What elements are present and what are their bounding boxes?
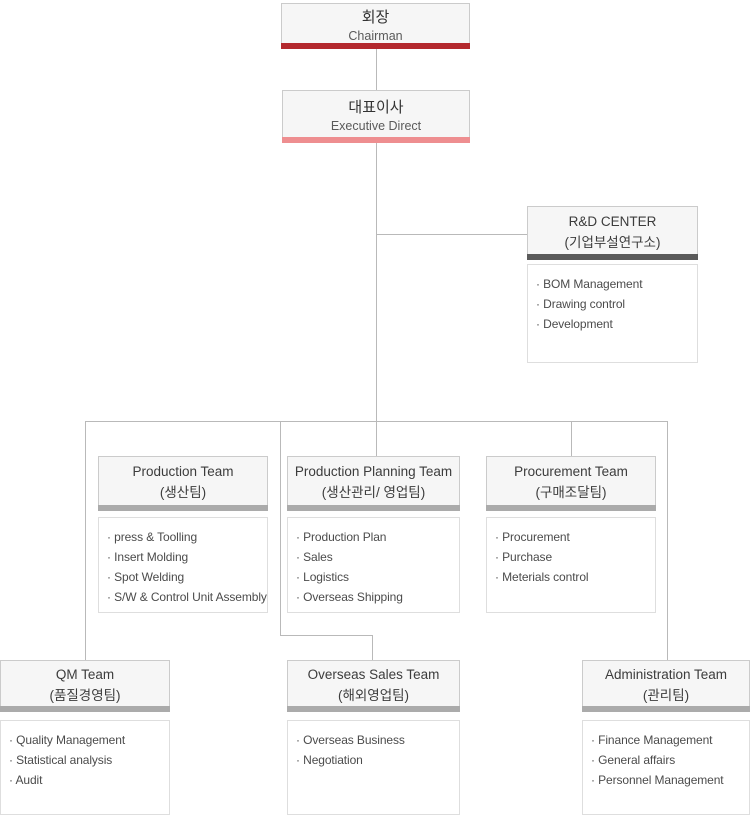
connector-procurement-drop bbox=[571, 421, 572, 456]
node-title: 회장 bbox=[361, 9, 390, 26]
node-chairman: 회장 Chairman bbox=[281, 3, 470, 49]
list-item: · Finance Management bbox=[591, 733, 713, 747]
node-title: Production Team bbox=[132, 464, 234, 479]
list-item: · BOM Management bbox=[536, 277, 643, 291]
node-subtitle: (생산관리/ 영업팀) bbox=[321, 485, 426, 500]
node-production-header: Production Team (생산팀) bbox=[98, 456, 268, 505]
list-item: · Personnel Management bbox=[591, 773, 724, 787]
node-rnd-center: R&D CENTER (기업부설연구소) · BOM Management · … bbox=[527, 206, 698, 363]
list-item: · Development bbox=[536, 317, 613, 331]
accent-bar-team bbox=[582, 706, 750, 712]
node-subtitle: Executive Direct bbox=[330, 119, 422, 133]
node-production-planning-team: Production Planning Team (생산관리/ 영업팀) · P… bbox=[287, 456, 460, 613]
list-item: · Procurement bbox=[495, 530, 570, 544]
node-title: 대표이사 bbox=[348, 99, 404, 116]
node-planning-header: Production Planning Team (생산관리/ 영업팀) bbox=[287, 456, 460, 505]
node-subtitle: (기업부설연구소) bbox=[564, 235, 661, 250]
node-production-team: Production Team (생산팀) · press & Toolling… bbox=[98, 456, 268, 613]
node-administration-team: Administration Team (관리팀) · Finance Mana… bbox=[582, 660, 750, 815]
list-item: · S/W & Control Unit Assembly bbox=[107, 590, 267, 604]
node-procurement-header: Procurement Team (구매조달팀) bbox=[486, 456, 656, 505]
node-chairman-header: 회장 Chairman bbox=[281, 3, 470, 43]
connector-overseas-drop-lower bbox=[372, 635, 373, 660]
connector-executive-trunk bbox=[376, 143, 377, 421]
connector-planning-drop bbox=[376, 421, 377, 456]
connector-overseas-drop-upper bbox=[280, 421, 281, 636]
node-qm-header: QM Team (품질경영팀) bbox=[0, 660, 170, 706]
list-item: · Audit bbox=[9, 773, 43, 787]
accent-bar-team bbox=[486, 505, 656, 511]
accent-bar-rnd bbox=[527, 254, 698, 260]
node-subtitle: (관리팀) bbox=[642, 688, 690, 703]
accent-bar-team bbox=[287, 706, 460, 712]
node-overseas-header: Overseas Sales Team (해외영업팀) bbox=[287, 660, 460, 706]
node-title: Procurement Team bbox=[514, 464, 628, 479]
list-item: · press & Toolling bbox=[107, 530, 198, 544]
list-item: · Insert Molding bbox=[107, 550, 189, 564]
list-item: · Spot Welding bbox=[107, 570, 185, 584]
node-title: Overseas Sales Team bbox=[307, 667, 440, 682]
list-item: · Negotiation bbox=[296, 753, 363, 767]
node-executive: 대표이사 Executive Direct bbox=[282, 90, 470, 143]
node-administration-header: Administration Team (관리팀) bbox=[582, 660, 750, 706]
production-detail-list: · press & Toolling · Insert Molding · Sp… bbox=[98, 517, 268, 613]
overseas-detail-list: · Overseas Business · Negotiation bbox=[287, 720, 460, 815]
qm-detail-list: · Quality Management · Statistical analy… bbox=[0, 720, 170, 815]
node-executive-header: 대표이사 Executive Direct bbox=[282, 90, 470, 137]
node-subtitle: (품질경영팀) bbox=[49, 688, 121, 703]
accent-bar-chairman bbox=[281, 43, 470, 49]
list-item: · Overseas Business bbox=[296, 733, 405, 747]
connector-administration-drop bbox=[667, 421, 668, 660]
node-subtitle: (생산팀) bbox=[159, 485, 207, 500]
list-item: · Quality Management bbox=[9, 733, 126, 747]
list-item: · Overseas Shipping bbox=[296, 590, 403, 604]
list-item: · Sales bbox=[296, 550, 333, 564]
node-title: Production Planning Team bbox=[294, 464, 453, 479]
list-item: · Meterials control bbox=[495, 570, 589, 584]
node-title: Administration Team bbox=[604, 667, 728, 682]
node-overseas-sales-team: Overseas Sales Team (해외영업팀) · Overseas B… bbox=[287, 660, 460, 815]
node-title: QM Team bbox=[55, 667, 115, 682]
connector-chairman-executive bbox=[376, 49, 377, 90]
node-qm-team: QM Team (품질경영팀) · Quality Management · S… bbox=[0, 660, 170, 815]
procurement-detail-list: · Procurement · Purchase · Meterials con… bbox=[486, 517, 656, 613]
list-item: · Statistical analysis bbox=[9, 753, 113, 767]
node-subtitle: (해외영업팀) bbox=[337, 688, 410, 703]
connector-rnd-branch bbox=[376, 234, 527, 235]
node-subtitle: Chairman bbox=[348, 29, 403, 43]
node-subtitle: (구매조달팀) bbox=[535, 485, 607, 500]
accent-bar-executive bbox=[282, 137, 470, 143]
list-item: · Drawing control bbox=[536, 297, 625, 311]
list-item: · Production Plan bbox=[296, 530, 387, 544]
accent-bar-team bbox=[98, 505, 268, 511]
accent-bar-team bbox=[287, 505, 460, 511]
node-title: R&D CENTER bbox=[568, 214, 657, 229]
node-procurement-team: Procurement Team (구매조달팀) · Procurement ·… bbox=[486, 456, 656, 613]
list-item: · Purchase bbox=[495, 550, 553, 564]
node-rnd-header: R&D CENTER (기업부설연구소) bbox=[527, 206, 698, 254]
connector-overseas-elbow bbox=[280, 635, 373, 636]
connector-qm-drop bbox=[85, 421, 86, 660]
list-item: · General affairs bbox=[591, 753, 676, 767]
administration-detail-list: · Finance Management · General affairs ·… bbox=[582, 720, 750, 815]
list-item: · Logistics bbox=[296, 570, 349, 584]
accent-bar-team bbox=[0, 706, 170, 712]
rnd-detail-list: · BOM Management · Drawing control · Dev… bbox=[527, 264, 698, 363]
planning-detail-list: · Production Plan · Sales · Logistics · … bbox=[287, 517, 460, 613]
